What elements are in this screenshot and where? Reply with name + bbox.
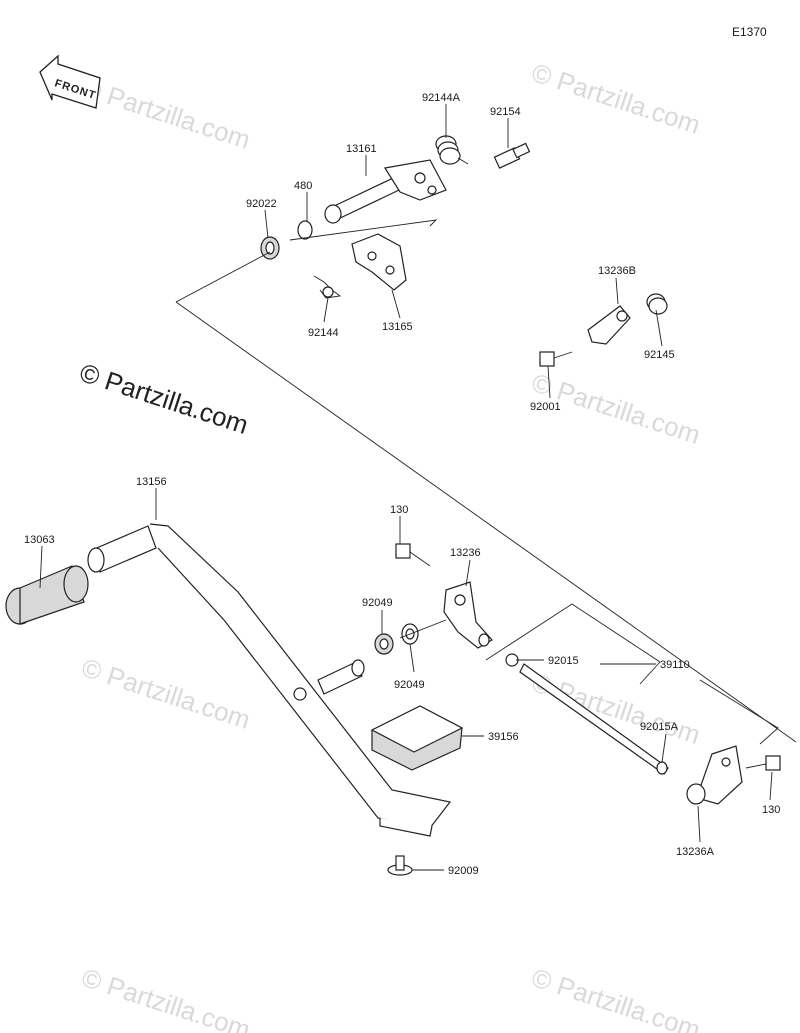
label-13236b[interactable]: 13236B [598, 265, 636, 277]
label-92009[interactable]: 92009 [448, 865, 479, 877]
label-92144a[interactable]: 92144A [422, 92, 461, 104]
label-39156[interactable]: 39156 [488, 731, 519, 743]
leader-lines [39, 104, 773, 871]
washer-92022 [260, 236, 280, 260]
shift-shaft-assembly [175, 135, 797, 743]
label-13236[interactable]: 13236 [450, 547, 481, 559]
label-92022[interactable]: 92022 [246, 198, 277, 210]
arm-13236b [587, 293, 668, 345]
arm-13236 [443, 581, 493, 649]
washer-92049-a [374, 633, 394, 655]
spring-92144a [435, 135, 469, 165]
circlip-480 [297, 220, 313, 240]
bolt-130-upper [395, 543, 431, 567]
label-92144[interactable]: 92144 [308, 327, 339, 339]
label-92154[interactable]: 92154 [490, 106, 521, 118]
pedal-13156 [87, 523, 452, 837]
label-130-upper[interactable]: 130 [390, 504, 408, 516]
spring-92144 [313, 275, 342, 299]
watermark: © Partzilla.com [78, 962, 254, 1033]
part-labels: 92144A 92154 13161 480 92022 92144 13165… [24, 92, 780, 877]
pin-92154 [493, 142, 531, 169]
watermark: © Partzilla.com [78, 72, 254, 155]
diagram-code: E1370 [732, 25, 767, 39]
plate-13165 [351, 233, 407, 291]
bolt-130-lower [745, 755, 781, 771]
label-39110[interactable]: 39110 [660, 659, 690, 671]
pad-39156 [370, 705, 464, 771]
arm-13236a [686, 745, 743, 805]
label-92049-upper[interactable]: 92049 [362, 597, 393, 609]
label-130-lower[interactable]: 130 [762, 804, 780, 816]
label-13236a[interactable]: 13236A [676, 846, 715, 858]
watermark: © Partzilla.com [78, 652, 254, 735]
shift-pedal-assembly [5, 523, 464, 876]
label-92145[interactable]: 92145 [644, 349, 675, 361]
label-13161[interactable]: 13161 [346, 143, 377, 155]
label-13156[interactable]: 13156 [136, 476, 167, 488]
label-480[interactable]: 480 [294, 180, 312, 192]
watermark-main: © Partzilla.com [76, 357, 252, 440]
rubber-13063 [5, 565, 89, 625]
label-92001[interactable]: 92001 [530, 401, 561, 413]
label-13063[interactable]: 13063 [24, 534, 55, 546]
label-92015a[interactable]: 92015A [640, 721, 679, 733]
screw-92009 [387, 855, 413, 876]
label-92049-lower[interactable]: 92049 [394, 679, 425, 691]
bolt-92001 [539, 351, 573, 367]
shift-linkage [374, 543, 781, 805]
watermark: © Partzilla.com [528, 962, 704, 1033]
label-92015[interactable]: 92015 [548, 655, 579, 667]
front-arrow-icon: FRONT [39, 54, 101, 109]
label-13165[interactable]: 13165 [382, 321, 413, 333]
watermark: © Partzilla.com [528, 57, 704, 140]
shaft-13161 [324, 159, 447, 224]
